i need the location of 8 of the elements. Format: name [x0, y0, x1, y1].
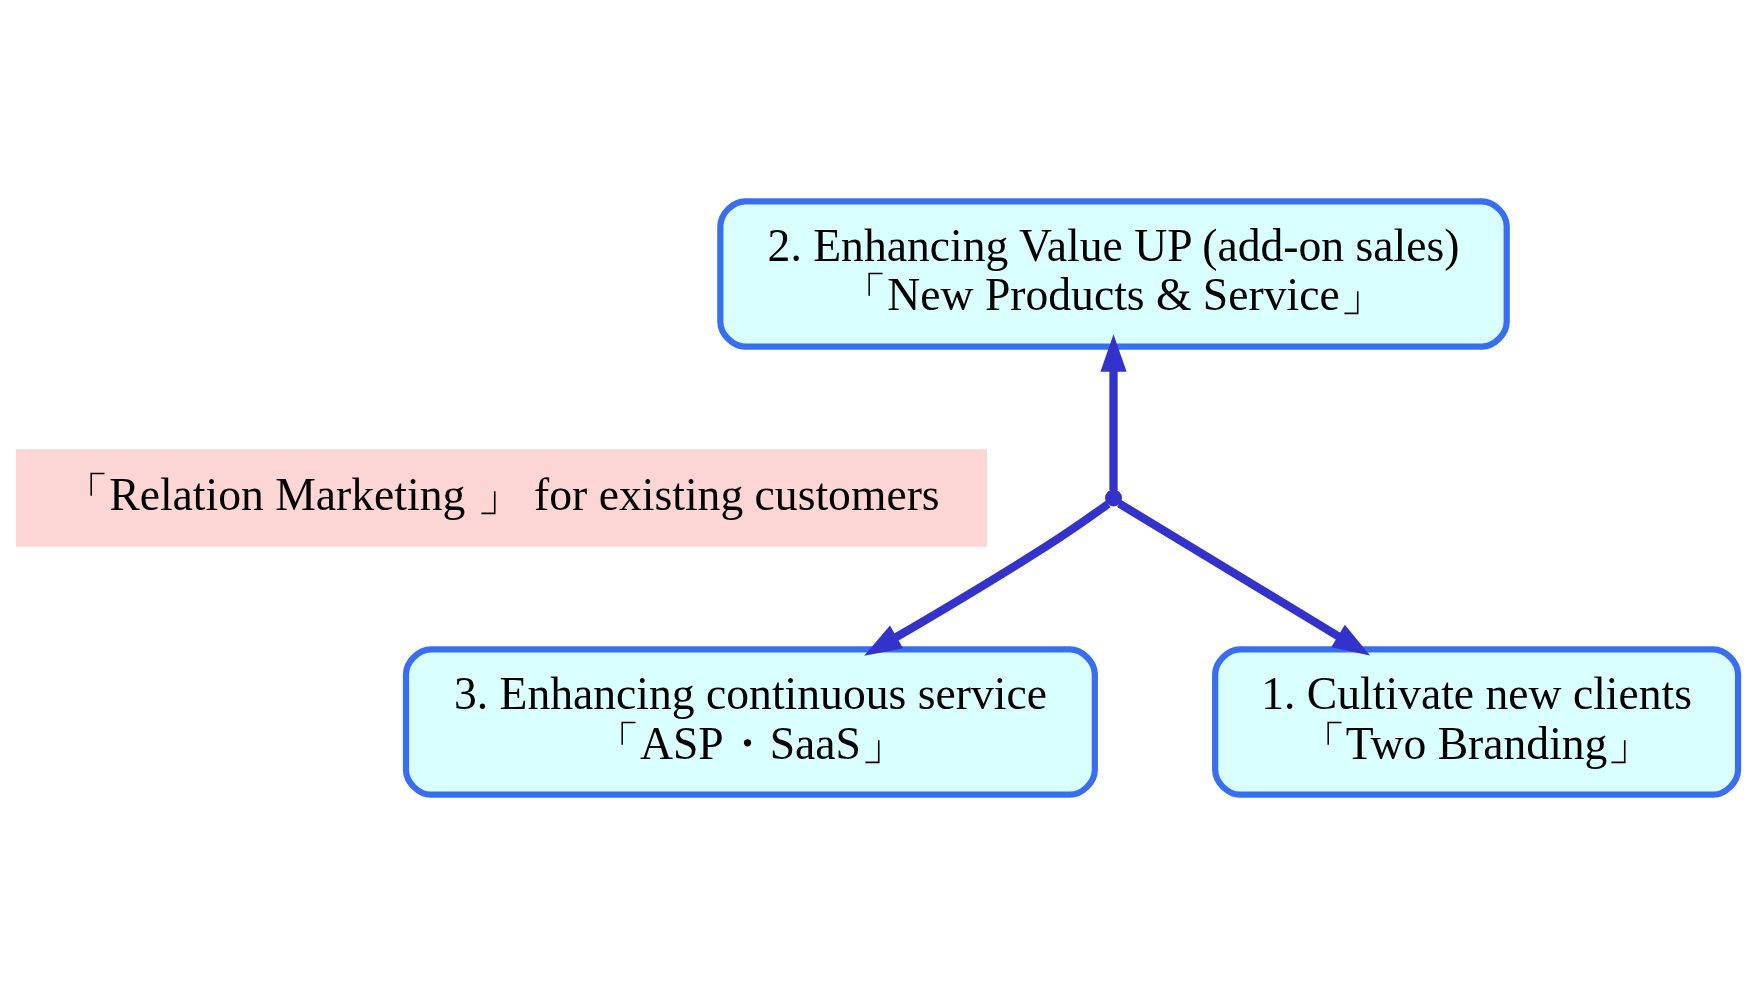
arrow [864, 500, 1111, 656]
node-junction [1105, 489, 1122, 507]
node-box: 2. Enhancing Value UP (add-on sales) 「New Products & Service」 [717, 198, 1510, 350]
node-box: 1. Cultivate new clients 「Two Branding」 [1212, 646, 1742, 798]
node-box: 3. Enhancing continuous service 「ASP・SaaS」 [402, 646, 1098, 798]
arrow [1117, 500, 1371, 656]
arrow [1100, 334, 1127, 491]
node-box: 「Relation Marketing 」 for existing customers [15, 449, 987, 547]
